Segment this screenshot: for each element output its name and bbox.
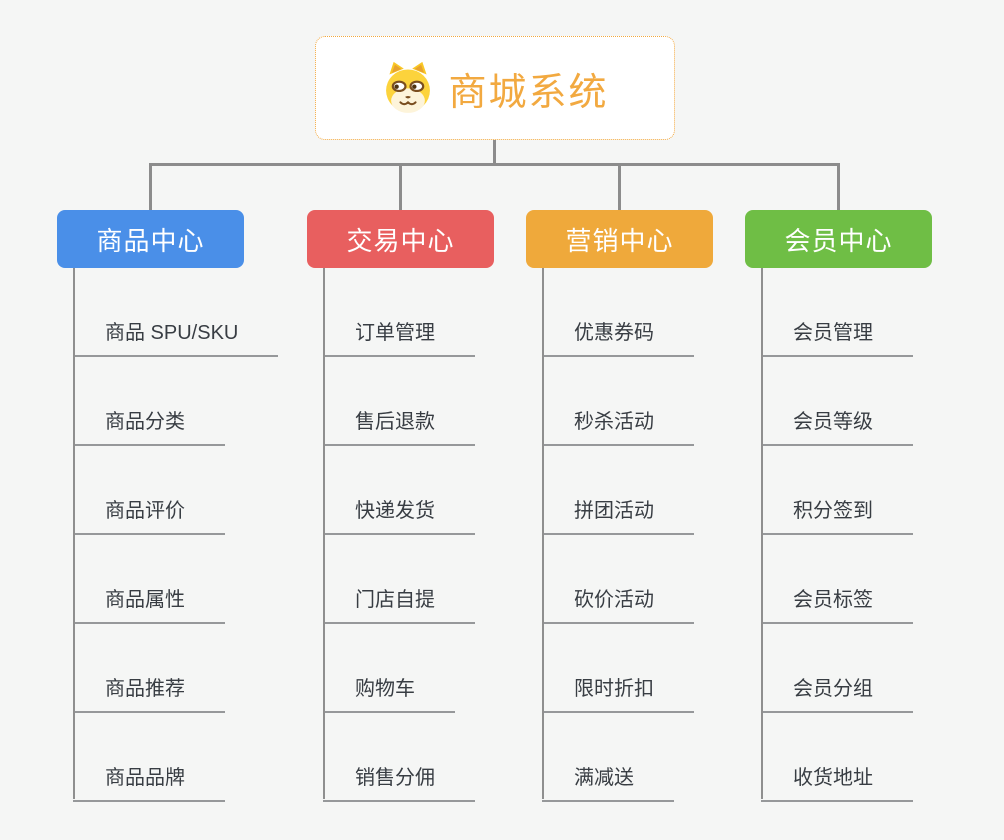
child-topic[interactable]: 积分签到 (761, 497, 913, 535)
child-topic[interactable]: 购物车 (323, 675, 455, 713)
connector-trunk-trade (323, 268, 325, 799)
child-topic[interactable]: 会员管理 (761, 319, 913, 357)
child-topic[interactable]: 快递发货 (323, 497, 475, 535)
root-topic-node[interactable]: 商城系统 (315, 36, 675, 140)
root-topic-label: 商城系统 (448, 71, 609, 114)
child-topic[interactable]: 商品评价 (73, 497, 225, 535)
child-topic[interactable]: 拼团活动 (542, 497, 694, 535)
child-topic[interactable]: 商品 SPU/SKU (73, 319, 279, 357)
child-topic[interactable]: 收货地址 (761, 764, 913, 802)
branch-node-product[interactable]: 商品中心 (57, 210, 244, 268)
child-topic[interactable]: 商品属性 (73, 586, 225, 624)
child-topic[interactable]: 会员标签 (761, 586, 913, 624)
connector-stub-branch-3 (618, 163, 621, 210)
branch-node-member[interactable]: 会员中心 (745, 210, 932, 268)
child-topic[interactable]: 销售分佣 (323, 764, 475, 802)
child-topic[interactable]: 商品推荐 (73, 675, 225, 713)
connector-horizontal (149, 163, 840, 166)
connector-trunk-marketing (542, 268, 544, 799)
child-topic[interactable]: 砍价活动 (542, 586, 694, 624)
connector-stub-branch-1 (149, 163, 152, 210)
child-topic[interactable]: 商品分类 (73, 408, 225, 446)
connector-stub-branch-2 (399, 163, 402, 210)
child-topic[interactable]: 限时折扣 (542, 675, 694, 713)
branch-children-marketing: 优惠券码 秒杀活动 拼团活动 砍价活动 限时折扣 满减送 (542, 268, 694, 802)
connector-stub-branch-4 (837, 163, 840, 210)
branch-children-member: 会员管理 会员等级 积分签到 会员标签 会员分组 收货地址 (761, 268, 913, 802)
child-topic[interactable]: 会员等级 (761, 408, 913, 446)
branch-node-trade[interactable]: 交易中心 (307, 210, 494, 268)
branch-children-trade: 订单管理 售后退款 快递发货 门店自提 购物车 销售分佣 (323, 268, 475, 802)
child-topic[interactable]: 满减送 (542, 764, 674, 802)
connector-trunk-member (761, 268, 763, 799)
child-topic[interactable]: 门店自提 (323, 586, 475, 624)
child-topic[interactable]: 会员分组 (761, 675, 913, 713)
child-topic[interactable]: 秒杀活动 (542, 408, 694, 446)
child-topic[interactable]: 订单管理 (323, 319, 475, 357)
branch-children-product: 商品 SPU/SKU 商品分类 商品评价 商品属性 商品推荐 商品品牌 (73, 268, 279, 802)
connector-trunk-product (73, 268, 75, 799)
branch-node-marketing[interactable]: 营销中心 (526, 210, 713, 268)
child-topic[interactable]: 优惠券码 (542, 319, 694, 357)
dog-face-icon (386, 61, 431, 113)
child-topic[interactable]: 商品品牌 (73, 764, 225, 802)
child-topic[interactable]: 售后退款 (323, 408, 475, 446)
connector-root-stem (493, 140, 496, 164)
